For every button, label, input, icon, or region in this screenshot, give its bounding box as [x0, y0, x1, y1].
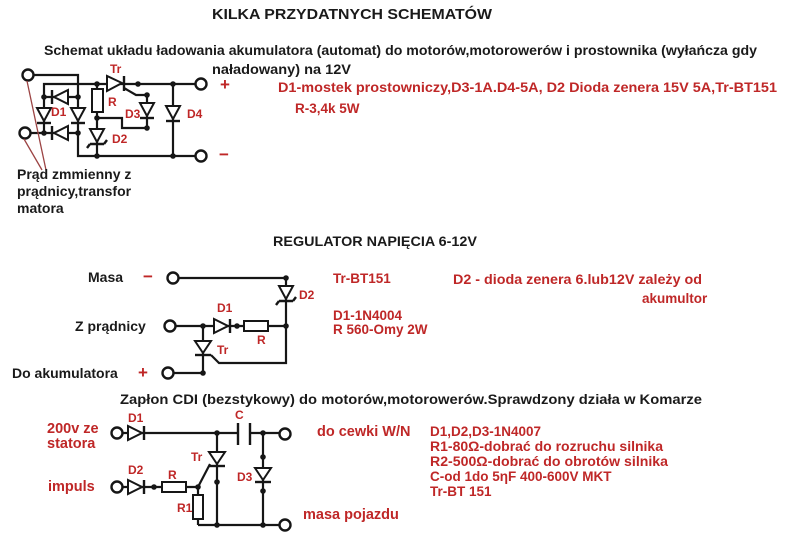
charging-subtitle-line1: Schemat układu ładowania akumulatora (au… — [44, 43, 758, 58]
ground-label: masa pojazdu — [303, 507, 399, 523]
diode-d2 — [127, 478, 146, 496]
label-d3: D3 — [237, 470, 253, 484]
terminal-stator — [110, 426, 124, 440]
regulator-circuit-section: REGULATOR NAPIĘCIA 6-12V — [12, 234, 708, 382]
minus-sign: − — [219, 145, 229, 164]
terminal-coil — [278, 427, 292, 441]
thyristor-tr — [207, 451, 227, 468]
minus-sign: − — [143, 267, 153, 286]
label-d1: D1 — [217, 301, 233, 315]
charging-junction-dots — [41, 81, 176, 159]
thyristor-tr — [106, 74, 147, 97]
terminal-ac-input-1 — [21, 68, 35, 82]
diode-d4 — [164, 105, 182, 123]
stator-label-line2: statora — [47, 436, 96, 452]
zener-diode-d2 — [86, 128, 108, 149]
diode-d3 — [138, 102, 156, 120]
source-leader-lines — [23, 80, 47, 171]
terminal-ground — [278, 518, 292, 532]
charging-subtitle-line2: naładowany) na 12V — [212, 62, 351, 77]
coil-label: do cewki W/N — [317, 424, 410, 440]
plus-sign: + — [220, 75, 230, 94]
regulator-note-d2-cont: akumultor — [642, 291, 708, 306]
label-r: R — [168, 468, 177, 482]
regulator-note-r: R 560-Omy 2W — [333, 322, 428, 337]
label-tr: Tr — [217, 343, 229, 357]
terminal-impuls — [110, 480, 124, 494]
cdi-note-4: C-od 1do 5ηF 400-600V MKT — [430, 469, 612, 484]
terminal-battery — [161, 366, 175, 380]
label-d2: D2 — [128, 463, 144, 477]
stator-label-line1: 200v ze — [47, 421, 99, 437]
regulator-note-tr: Tr-BT151 — [333, 271, 391, 286]
diode-d1 — [127, 424, 146, 442]
cdi-junction-dots — [151, 430, 266, 528]
page-title: KILKA PRZYDATNYCH SCHEMATÓW — [212, 5, 493, 23]
label-d3: D3 — [125, 107, 141, 121]
regulator-junction-dots — [200, 275, 289, 376]
label-r: R — [257, 333, 266, 347]
label-d1: D1 — [128, 411, 144, 425]
label-c: C — [235, 408, 244, 422]
source-label-line1: Prąd zmmienny z — [17, 166, 131, 182]
cdi-note-2: R1-80Ω-dobrać do rozruchu silnika — [430, 439, 664, 454]
terminal-masa — [166, 271, 180, 285]
generator-label: Z prądnicy — [75, 318, 146, 334]
impuls-label: impuls — [48, 479, 95, 495]
label-tr: Tr — [191, 450, 203, 464]
label-d2: D2 — [299, 288, 315, 302]
plus-sign: + — [138, 363, 148, 382]
resistor-r1 — [192, 494, 204, 520]
label-d1: D1 — [51, 105, 67, 119]
terminal-dc-plus — [194, 77, 208, 91]
terminal-ac-input-2 — [18, 126, 32, 140]
bridge-rectifier-d1 — [35, 88, 87, 142]
charging-circuit-section: Schemat układu ładowania akumulatora (au… — [17, 43, 778, 216]
cdi-circuit-section: Zapłon CDI (bezstykowy) do motorów,motor… — [47, 392, 703, 532]
battery-label: Do akumulatora — [12, 365, 118, 381]
resistor-r — [91, 88, 104, 113]
label-d2: D2 — [112, 132, 128, 146]
thyristor-tr — [193, 340, 213, 357]
cdi-note-5: Tr-BT 151 — [430, 484, 492, 499]
source-label-line3: matora — [17, 200, 64, 216]
regulator-note-d2: D2 - dioda zenera 6.lub12V zależy od — [453, 272, 702, 287]
terminal-dc-minus — [194, 149, 208, 163]
cdi-note-3: R2-500Ω-dobrać do obrotów silnika — [430, 454, 669, 469]
label-r: R — [108, 95, 117, 109]
charging-note-line1: D1-mostek prostowniczy,D3-1A.D4-5A, D2 D… — [278, 80, 778, 95]
masa-label: Masa — [88, 269, 123, 285]
resistor-r — [161, 481, 187, 493]
capacitor-c — [236, 423, 252, 445]
source-label-line2: prądnicy,transfor — [17, 183, 132, 199]
charging-note-line2: R-3,4k 5W — [295, 101, 360, 116]
terminal-generator — [163, 319, 177, 333]
zener-diode-d2 — [275, 285, 297, 306]
cdi-title: Zapłon CDI (bezstykowy) do motorów,motor… — [120, 392, 703, 407]
diode-d1 — [213, 317, 232, 335]
regulator-title: REGULATOR NAPIĘCIA 6-12V — [273, 234, 477, 249]
resistor-r — [243, 320, 269, 332]
label-tr: Tr — [110, 62, 122, 76]
label-d4: D4 — [187, 107, 203, 121]
diode-d3 — [253, 467, 273, 484]
label-r1: R1 — [177, 501, 193, 515]
cdi-note-1: D1,D2,D3-1N4007 — [430, 424, 541, 439]
regulator-note-d1: D1-1N4004 — [333, 308, 403, 323]
